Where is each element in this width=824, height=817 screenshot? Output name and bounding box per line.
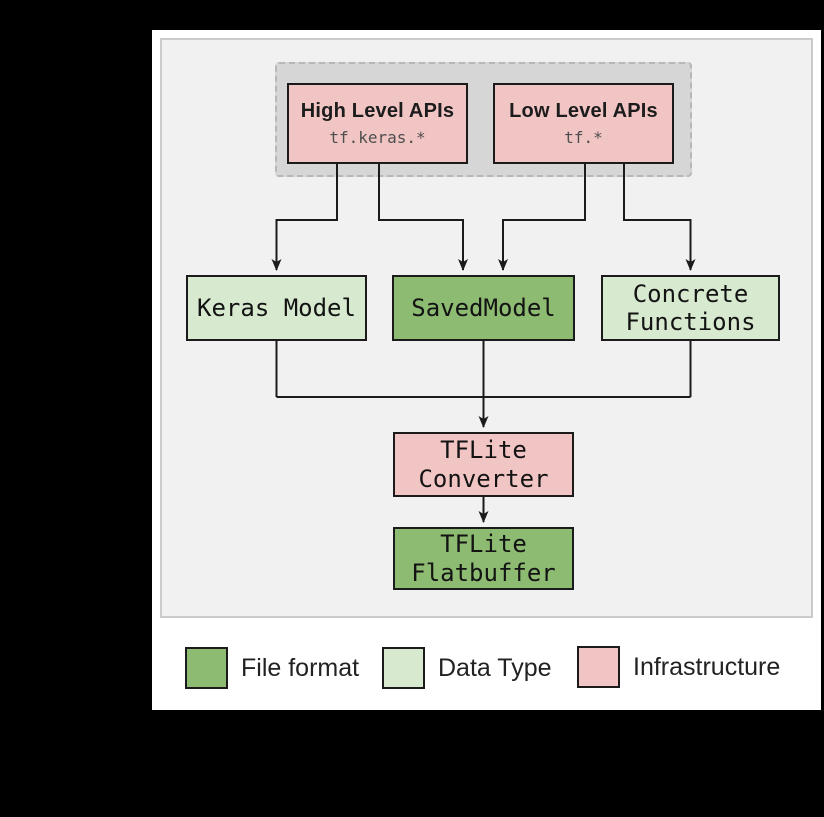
legend-item-file-format: File format <box>185 647 359 689</box>
data-type-label: Data Type <box>438 653 552 682</box>
legend-item-data-type: Data Type <box>382 647 552 689</box>
diagram-canvas: High Level APIs tf.keras.* Low Level API… <box>152 30 821 710</box>
low-level-apis-title: Low Level APIs <box>509 100 658 122</box>
node-high-level-apis: High Level APIs tf.keras.* <box>287 83 468 164</box>
file-format-label: File format <box>241 653 360 682</box>
tflite-flatbuffer-label-line2: Flatbuffer <box>411 558 556 587</box>
tflite-converter-label-line2: Converter <box>418 464 549 493</box>
file-format-swatch <box>185 647 228 689</box>
tflite-flatbuffer-label-line1: TFLite <box>440 530 527 559</box>
tflite-converter-label-line1: TFLite <box>440 436 527 465</box>
low-level-apis-code: tf.* <box>564 128 603 147</box>
concrete-functions-label-line1: Concrete <box>632 279 749 308</box>
infrastructure-label: Infrastructure <box>633 652 781 681</box>
node-keras-model: Keras Model <box>186 275 367 341</box>
data-type-swatch <box>382 647 425 689</box>
legend-item-infrastructure: Infrastructure <box>577 646 780 688</box>
node-low-level-apis: Low Level APIs tf.* <box>493 83 674 164</box>
node-tflite-converter: TFLite Converter <box>393 432 574 497</box>
infrastructure-swatch <box>577 646 620 688</box>
concrete-functions-label-line2: Functions <box>625 308 756 336</box>
node-tflite-flatbuffer: TFLite Flatbuffer <box>393 527 574 590</box>
high-level-apis-title: High Level APIs <box>300 100 455 122</box>
node-saved-model: SavedModel <box>392 275 575 341</box>
keras-model-label: Keras Model <box>197 293 356 322</box>
saved-model-label: SavedModel <box>411 293 556 322</box>
high-level-apis-code: tf.keras.* <box>329 128 426 147</box>
node-concrete-functions: Concrete Functions <box>601 275 780 341</box>
